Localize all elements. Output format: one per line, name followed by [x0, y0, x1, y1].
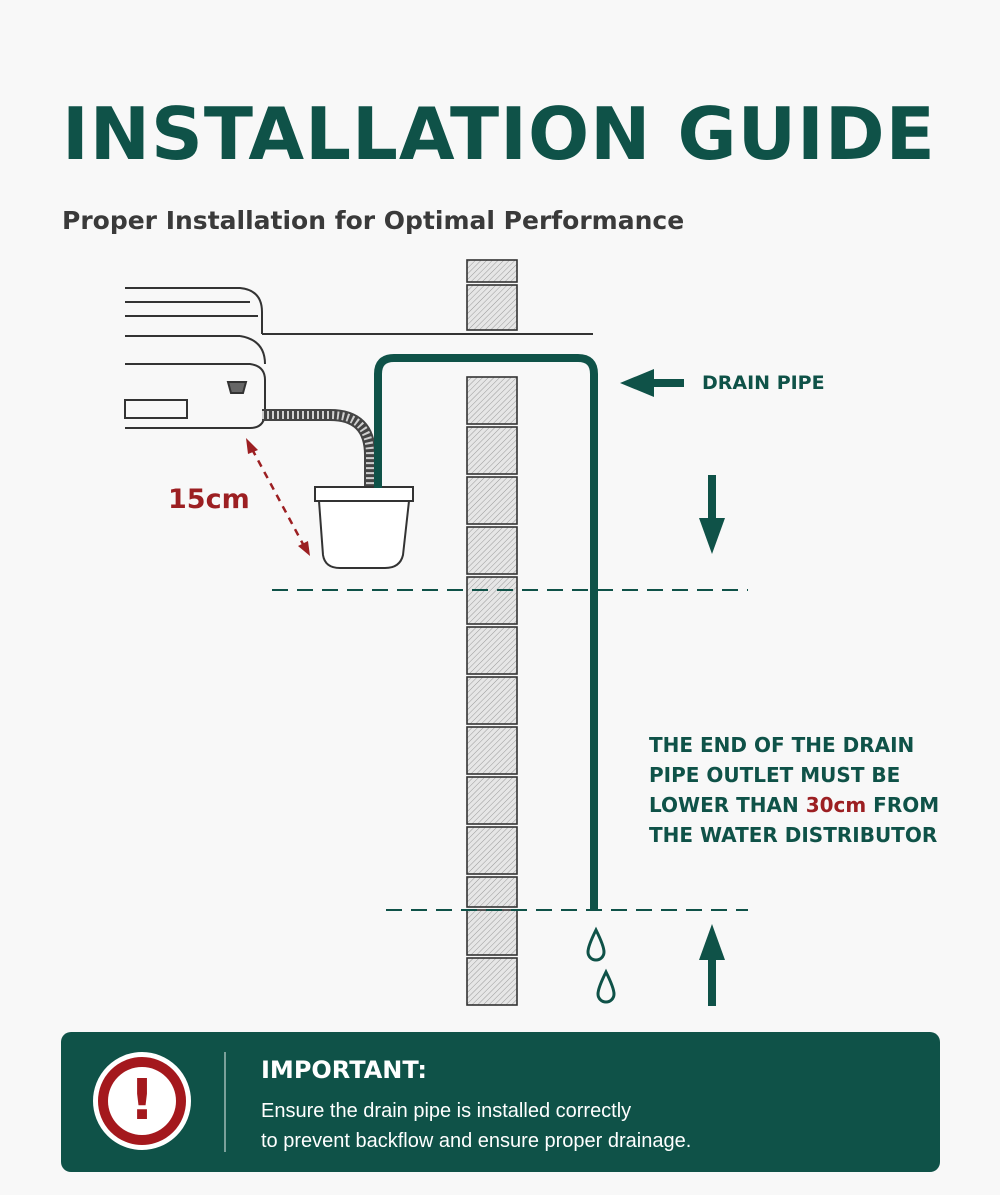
wall-column [466, 259, 518, 1006]
air-conditioner-unit [124, 287, 266, 429]
page-subtitle: Proper Installation for Optimal Performa… [62, 206, 685, 235]
distance-label: 15cm [168, 484, 250, 515]
important-text: Ensure the drain pipe is installed corre… [261, 1096, 691, 1156]
drain-height-note: THE END OF THE DRAIN PIPE OUTLET MUST BE… [649, 730, 939, 850]
note-line-1: THE END OF THE DRAIN [649, 733, 915, 757]
note-line-3: LOWER THAN 30cm FROM [649, 790, 939, 820]
banner-divider [224, 1052, 226, 1152]
important-title: IMPORTANT: [261, 1056, 428, 1084]
drain-pipe-arrow [620, 369, 684, 397]
installation-diagram [124, 259, 748, 1006]
note-line-4: THE WATER DISTRIBUTOR [649, 823, 938, 847]
water-droplets [586, 926, 616, 1004]
warning-badge: ! [93, 1052, 191, 1150]
drain-pipe-label: DRAIN PIPE [702, 372, 825, 394]
exclamation-icon: ! [129, 1068, 155, 1133]
note-line-3-start: LOWER THAN [649, 793, 806, 817]
drain-pipe [374, 354, 598, 910]
note-line-2: PIPE OUTLET MUST BE [649, 763, 901, 787]
important-line-1: Ensure the drain pipe is installed corre… [261, 1100, 632, 1122]
note-highlight-30cm: 30cm [805, 793, 867, 817]
page-title: INSTALLATION GUIDE [62, 92, 936, 176]
important-line-2: to prevent backflow and ensure proper dr… [261, 1130, 692, 1152]
note-line-3-end: FROM [866, 793, 940, 817]
distance-arrow [246, 438, 310, 556]
corrugated-hose [262, 409, 376, 488]
down-arrow [699, 475, 725, 554]
up-arrow [699, 924, 725, 1006]
important-banner: ! IMPORTANT: Ensure the drain pipe is in… [61, 1032, 940, 1172]
water-distributor [314, 486, 414, 569]
